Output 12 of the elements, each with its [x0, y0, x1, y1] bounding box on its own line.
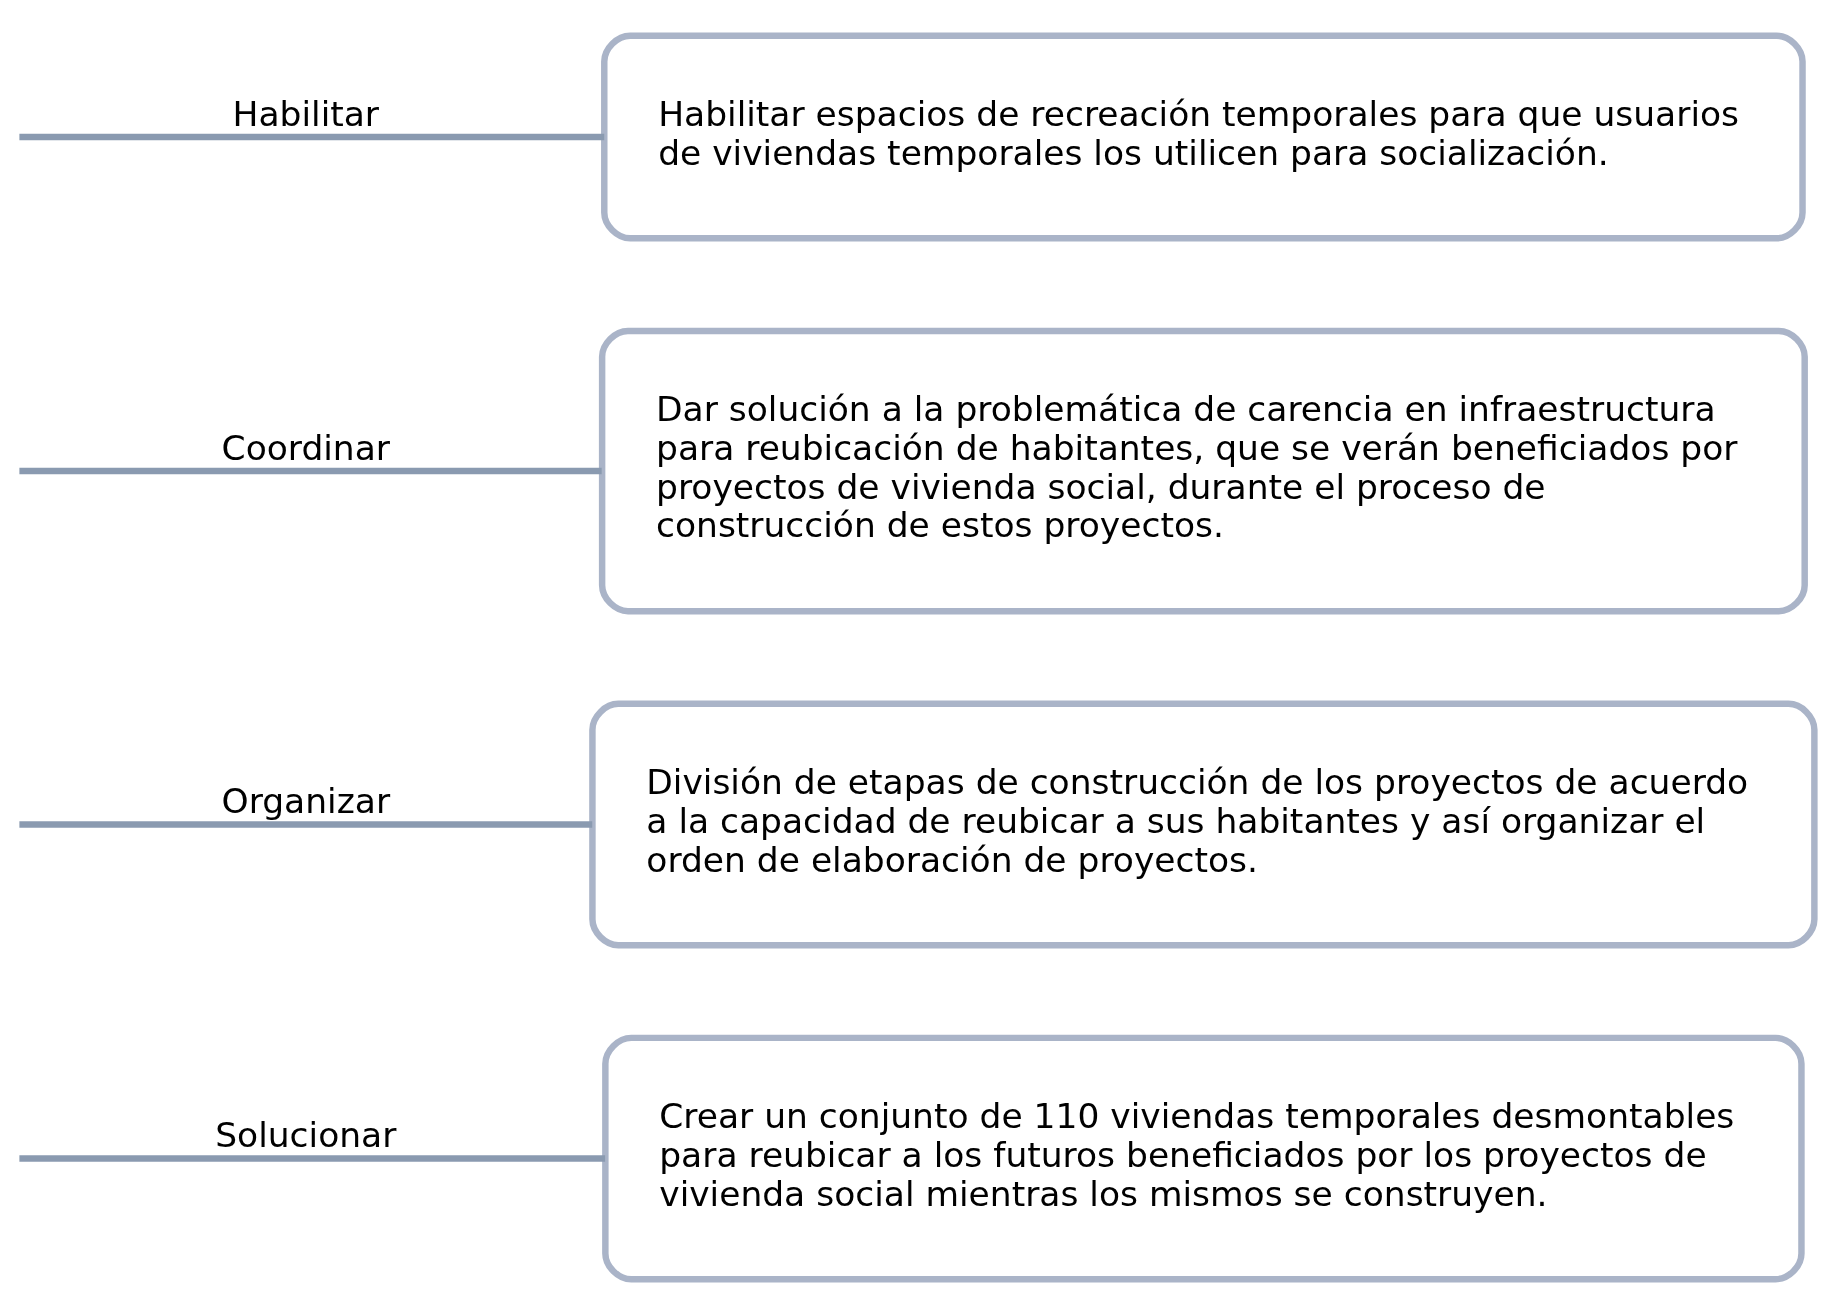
- connector: [18, 821, 592, 828]
- node-box: División de etapas de construcción de los proyectos de acuerdo a la capacidad de reubicar a sus habitantes y así organizar el orden de elaboración de proyectos.: [588, 700, 1818, 949]
- edge-label: Organizar: [221, 781, 390, 822]
- node-box: Crear un conjunto de 110 viviendas temporales desmontables para reubicar a los futuros beneficiados por los proyectos de vivienda social mientras los mismos se construyen.: [601, 1034, 1805, 1283]
- edge-label: Habilitar: [232, 93, 379, 134]
- connector: [18, 133, 604, 141]
- edge-label: Solucionar: [214, 1115, 396, 1156]
- connector: [18, 467, 602, 475]
- node-box: Dar solución a la problemática de carencia en infraestructura para reubicación de habitantes, que se verán beneficiados por proyectos de vivienda social, durante el proceso de construcción de estos proyectos.: [598, 327, 1808, 615]
- node-box: Habilitar espacios de recreación temporales para que usuarios de viviendas temporales los utilicen para socialización.: [600, 32, 1806, 242]
- connector: [18, 1155, 605, 1162]
- edge-label: Coordinar: [221, 427, 390, 468]
